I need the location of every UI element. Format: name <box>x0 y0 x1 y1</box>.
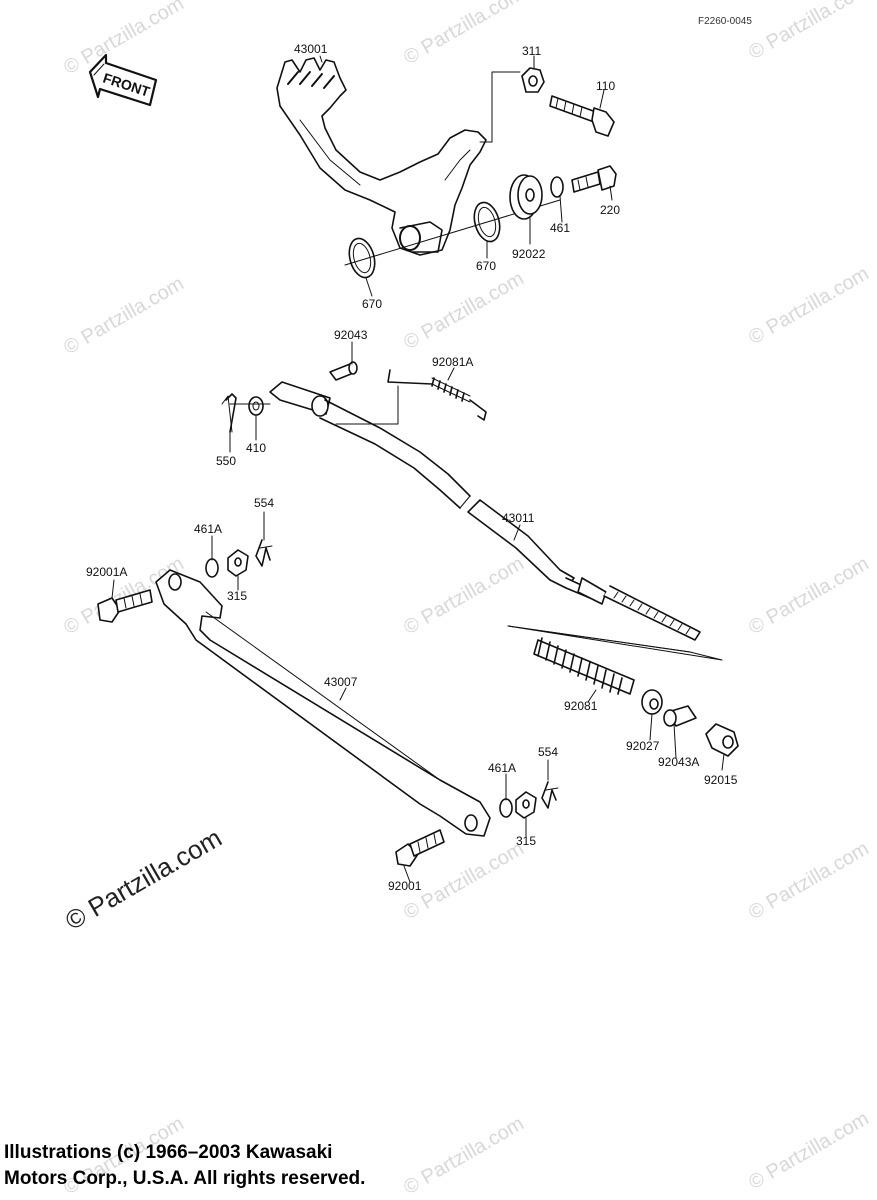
washer-461 <box>550 176 564 198</box>
bolt-220 <box>571 165 617 193</box>
clip-554 <box>255 539 273 567</box>
front-arrow-icon <box>88 53 158 107</box>
bolt-92001 <box>395 829 445 867</box>
spring-92081 <box>507 625 723 695</box>
part-label: 92043 <box>334 328 368 342</box>
part-label: 311 <box>522 44 542 58</box>
washer-670 <box>348 237 376 279</box>
washer-92027 <box>641 689 663 715</box>
part-label: 461A <box>488 761 517 775</box>
washer-461A <box>499 798 513 818</box>
washer-410 <box>248 396 264 416</box>
part-label: 670 <box>362 297 383 311</box>
leader-lines <box>111 55 725 883</box>
nut-311 <box>521 67 545 93</box>
part-label: 110 <box>596 79 616 93</box>
bolt-92001A <box>97 589 153 623</box>
copyright-line: Motors Corp., U.S.A. All rights reserved… <box>4 1168 366 1189</box>
part-label: 220 <box>600 203 621 217</box>
collar-92022 <box>509 174 543 220</box>
brake-pedal <box>276 57 487 256</box>
part-label: 92081A <box>432 355 474 369</box>
part-label: 92027 <box>626 739 660 753</box>
part-label: 92081 <box>564 699 598 713</box>
part-label: 92015 <box>704 773 738 787</box>
spring-92081A <box>387 369 487 421</box>
part-label: 92001 <box>388 879 422 893</box>
part-label: 92043A <box>658 755 700 769</box>
part-label: 92001A <box>86 565 128 579</box>
part-label: 554 <box>538 745 559 759</box>
bolt-110 <box>549 95 615 137</box>
part-label: 670 <box>476 259 497 273</box>
copyright-notice: Illustrations (c) 1966–2003 Kawasaki Mot… <box>4 1140 365 1192</box>
brake-rod-43011 <box>269 381 701 641</box>
nut-315 <box>515 791 537 819</box>
figure-id: F2260-0045 <box>698 16 752 27</box>
part-label: 461A <box>194 522 223 536</box>
part-label: 43011 <box>502 511 535 525</box>
joint-92043A <box>663 705 697 727</box>
pin-92043 <box>329 361 358 381</box>
part-label: 43007 <box>324 675 358 689</box>
part-label: 461 <box>550 221 571 235</box>
nut-92015 <box>705 723 739 757</box>
nut-315 <box>227 549 249 577</box>
part-label: 554 <box>254 496 275 510</box>
washer-461A <box>205 558 219 578</box>
part-label: 315 <box>227 589 248 603</box>
clip-554 <box>541 781 559 809</box>
copyright-line: Illustrations (c) 1966–2003 Kawasaki <box>4 1142 333 1163</box>
part-label: 315 <box>516 834 537 848</box>
link-rod-43007 <box>155 569 491 837</box>
part-label: 43001 <box>294 42 328 56</box>
part-label: 550 <box>216 454 237 468</box>
cotter-pin-550 <box>221 393 237 433</box>
part-label: 92022 <box>512 247 546 261</box>
part-label: 410 <box>246 441 267 455</box>
